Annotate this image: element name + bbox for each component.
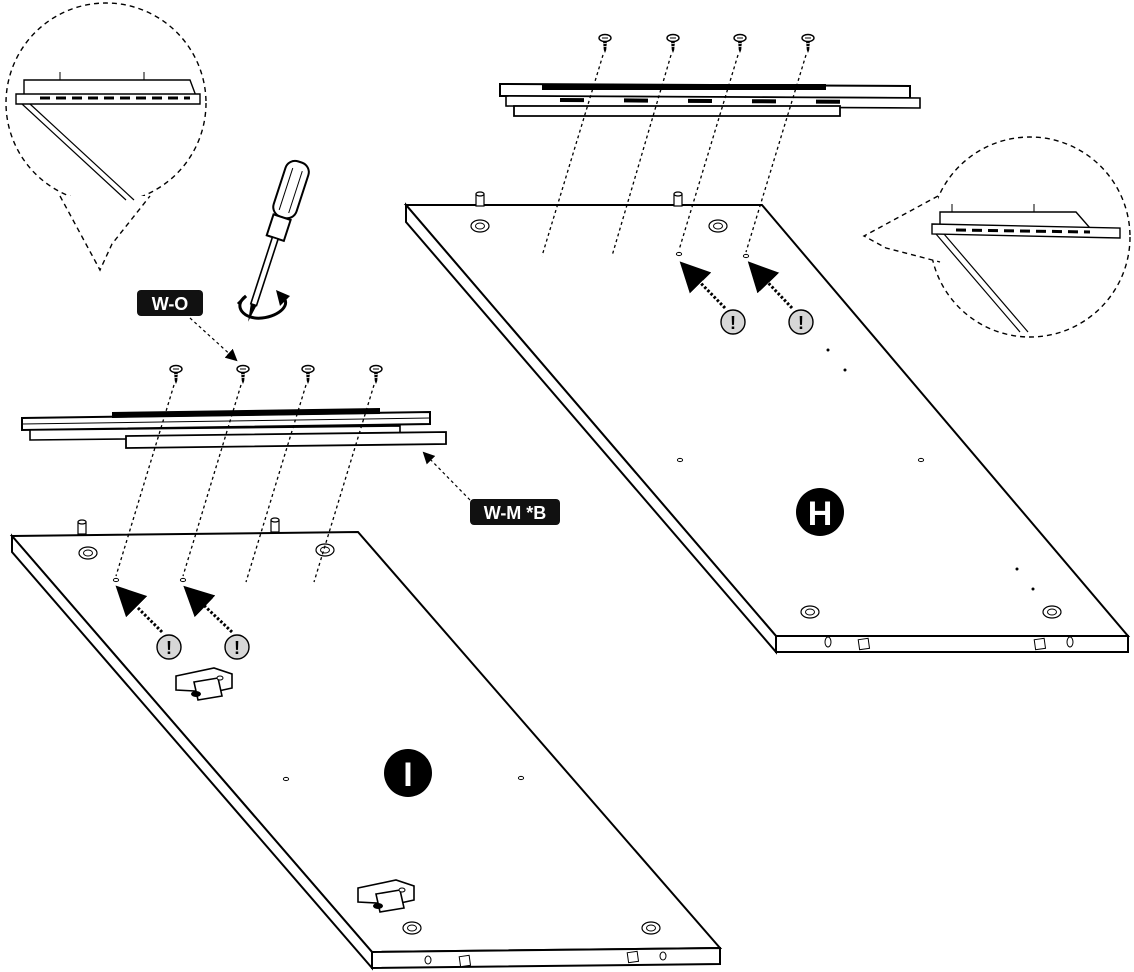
hinge-plate bbox=[357, 879, 415, 913]
screws-left bbox=[169, 364, 383, 385]
panel-i-label: I bbox=[403, 756, 412, 794]
part-code-wm: W-M *B bbox=[422, 451, 560, 525]
panel-h: H bbox=[403, 191, 1131, 655]
panel-h-badge: H bbox=[796, 488, 844, 536]
countersink-hole bbox=[1042, 605, 1062, 619]
part-code-wm-label: W-M *B bbox=[484, 503, 547, 523]
rotate-clockwise-icon bbox=[236, 290, 290, 320]
warning-arrows-left: ! ! bbox=[115, 585, 250, 660]
part-code-wo: W-O bbox=[137, 290, 238, 362]
screw-icon bbox=[666, 33, 680, 54]
countersink-hole bbox=[78, 546, 98, 560]
svg-text:!: ! bbox=[234, 638, 240, 658]
screw-icon bbox=[369, 364, 383, 385]
drawer-rail-left bbox=[21, 408, 447, 449]
screw-icon bbox=[169, 364, 183, 385]
warning-arrows-right: ! ! bbox=[679, 261, 814, 335]
part-code-wo-label: W-O bbox=[152, 294, 189, 314]
panel-h-label: H bbox=[808, 495, 833, 533]
screw-icon bbox=[236, 364, 250, 385]
guide-lines-left bbox=[115, 384, 375, 583]
zoom-callout-right bbox=[862, 136, 1131, 338]
countersink-hole bbox=[708, 219, 728, 233]
hinge-plate bbox=[175, 667, 233, 701]
warning-icon: ! bbox=[720, 309, 746, 335]
front-edge-holes bbox=[824, 636, 1074, 651]
svg-text:!: ! bbox=[166, 638, 172, 658]
panel-i-badge: I bbox=[384, 749, 432, 797]
panel-i: I bbox=[9, 517, 723, 971]
screw-icon bbox=[801, 33, 815, 54]
screw-icon bbox=[598, 33, 612, 54]
front-edge-holes bbox=[424, 950, 667, 968]
warning-icon: ! bbox=[788, 309, 814, 335]
warning-icon: ! bbox=[224, 634, 250, 660]
countersink-hole bbox=[402, 921, 422, 935]
zoom-callout-left bbox=[5, 2, 207, 272]
svg-text:!: ! bbox=[730, 313, 736, 333]
warning-icon: ! bbox=[156, 634, 182, 660]
screw-icon bbox=[733, 33, 747, 54]
countersink-hole bbox=[641, 921, 661, 935]
guide-lines-right bbox=[541, 54, 807, 257]
screws-right bbox=[598, 33, 815, 54]
countersink-hole bbox=[470, 219, 490, 233]
screwdriver-icon bbox=[248, 159, 310, 322]
svg-text:!: ! bbox=[798, 313, 804, 333]
screw-icon bbox=[301, 364, 315, 385]
countersink-hole bbox=[800, 605, 820, 619]
drawer-rail-right bbox=[499, 82, 921, 117]
